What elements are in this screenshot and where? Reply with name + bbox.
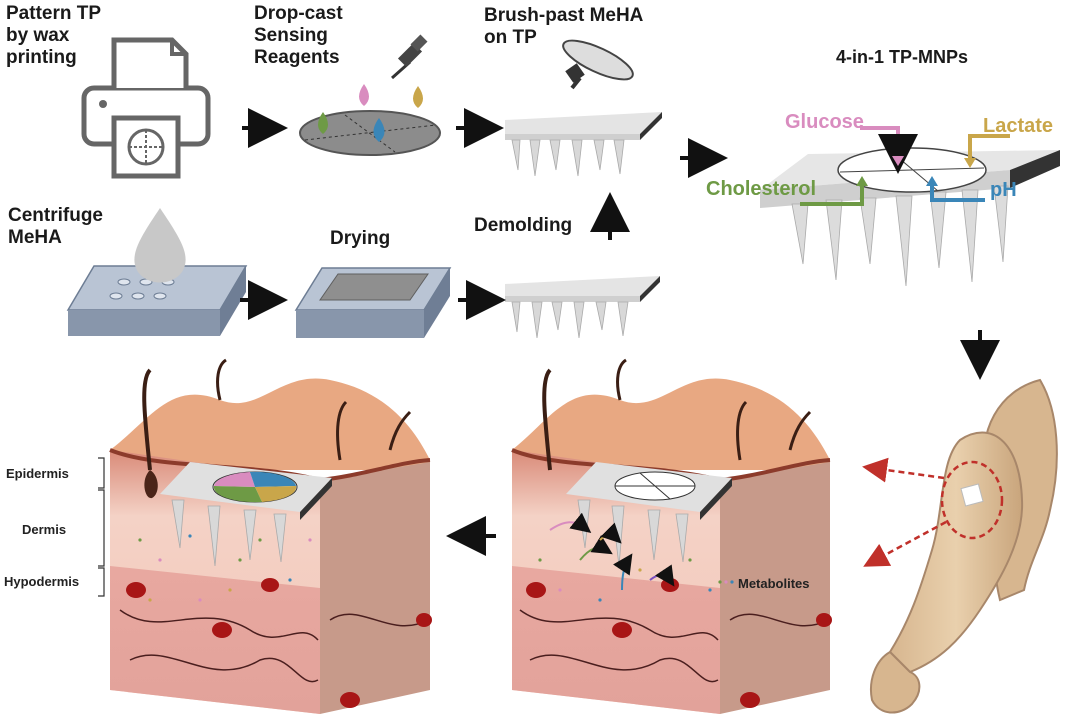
dots-right [538, 558, 734, 602]
mold-tray-drying [294, 267, 452, 338]
drying-step-label: Drying [330, 228, 391, 249]
mn-patch-top [505, 112, 662, 177]
printer-icon [81, 37, 211, 179]
pattern-line-1: Pattern TP [6, 3, 102, 24]
layer-brackets [98, 457, 105, 597]
pattern-line-2: by wax [6, 25, 70, 46]
dermis-label: Dermis [22, 522, 67, 537]
skin-block-left [109, 358, 432, 714]
product-patch [760, 126, 1060, 287]
mn-patch-demolded [505, 276, 660, 339]
brush-step-label: Brush-past MeHA on TP [484, 5, 643, 49]
dropcast-line-2: Sensing [254, 25, 328, 46]
centrifuge-line-1: Centrifuge [8, 205, 103, 226]
applied-patch-colored [160, 462, 332, 567]
hypodermis-label: Hypodermis [4, 574, 80, 589]
ph-label: pH [990, 179, 1017, 201]
dropcast-line-3: Reagents [254, 47, 340, 68]
brush-line-1: Brush-past MeHA [484, 5, 644, 26]
lactate-label: Lactate [983, 115, 1053, 137]
skin-block-right [511, 358, 832, 714]
centrifuge-step-label: Centrifuge MeHA [8, 205, 103, 249]
brush-line-2: on TP [484, 27, 537, 48]
metabolite-flow [549, 512, 675, 591]
centrifuge-line-2: MeHA [8, 227, 62, 248]
brush-icon [562, 39, 634, 90]
epidermis-label: Epidermis [6, 466, 69, 481]
pattern-step-label: Pattern TP by wax printing [6, 3, 101, 69]
dropcast-line-1: Drop-cast [254, 3, 343, 24]
process-arrows [240, 108, 1000, 556]
demolding-step-label: Demolding [474, 215, 573, 236]
dots-left [138, 534, 312, 602]
reagent-disk [299, 84, 441, 156]
arm-illustration [862, 378, 1058, 714]
metabolites-label: Metabolites [738, 576, 810, 591]
pattern-line-3: printing [6, 47, 77, 68]
dropper-icon [391, 34, 428, 80]
mold-tray-centrifuge [66, 208, 248, 336]
product-label: 4-in-1 TP-MNPs [836, 47, 969, 67]
cholesterol-label: Cholesterol [706, 178, 816, 200]
dropcast-step-label: Drop-cast Sensing Reagents [254, 3, 343, 69]
glucose-label: Glucose [785, 111, 864, 133]
